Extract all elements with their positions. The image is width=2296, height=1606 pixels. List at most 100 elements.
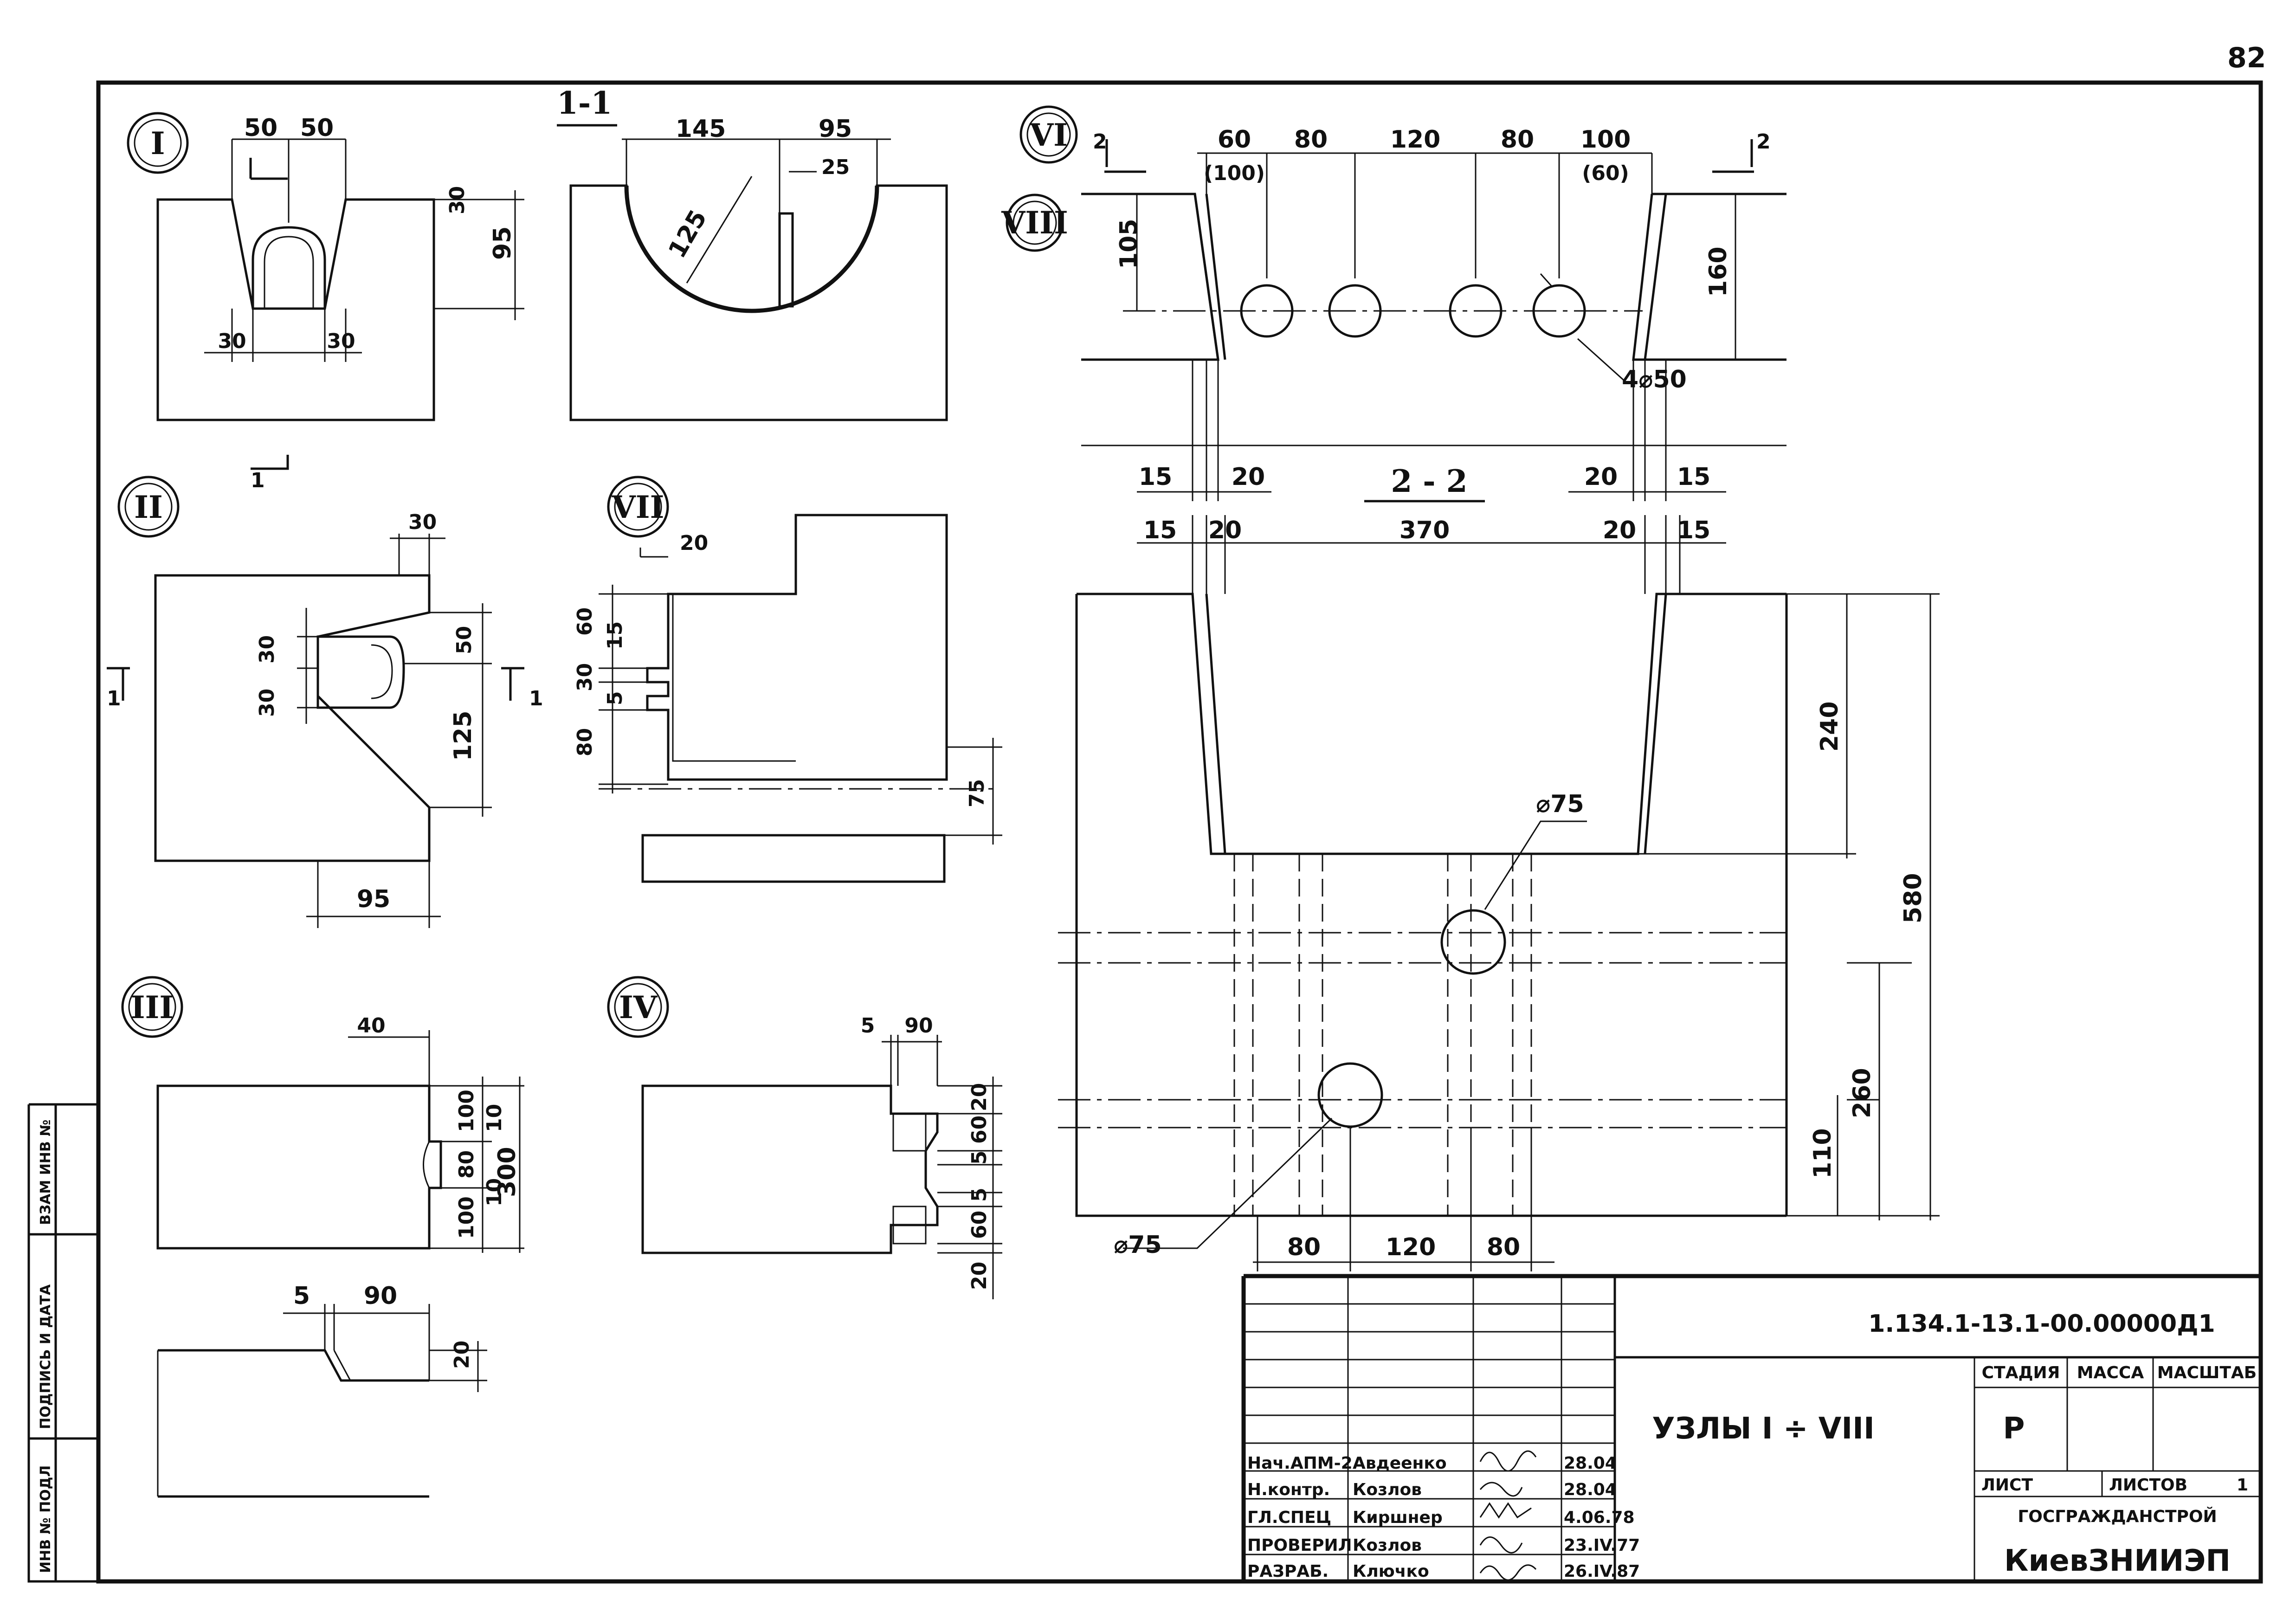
section-1-1: 1-1 145 95 25 125 [557,85,948,421]
svg-text:90: 90 [904,1014,933,1038]
scale-header: МАСШТАБ [2157,1363,2257,1382]
section-2-2: 2 - 2 15 20 370 20 15 ⌀75 ⌀75 240 580 26… [1058,463,1940,1271]
node-iv-label: IV [619,989,658,1026]
node-vii: VII 20 60 15 30 5 80 75 [573,476,1002,883]
row-role-0: Нач.АПМ-2 [1247,1454,1353,1473]
svg-text:80: 80 [455,1150,478,1179]
svg-text:95: 95 [357,885,390,913]
svg-text:145: 145 [676,115,726,143]
svg-text:120: 120 [1390,126,1441,154]
signature-3 [1479,1536,1523,1554]
hole-1 [1240,284,1294,338]
svg-text:10: 10 [483,1178,506,1206]
svg-text:1: 1 [529,687,543,710]
svg-text:50: 50 [300,114,334,142]
node-iii: III 40 100 80 100 10 10 300 [121,976,524,1253]
svg-text:80: 80 [1294,126,1328,154]
node-iii-label: III [131,989,174,1026]
row-name-2: Киршнер [1353,1508,1443,1527]
side-stamp-vzam: ВЗАМ ИНВ № [38,1120,54,1225]
section-2-2-label: 2 - 2 [1391,463,1467,499]
signature-2 [1479,1502,1532,1519]
stage-value: Р [2003,1412,2025,1446]
svg-text:60: 60 [967,1116,991,1144]
svg-text:⌀75: ⌀75 [1536,790,1584,818]
svg-text:5: 5 [861,1014,875,1038]
svg-text:260: 260 [1848,1068,1876,1118]
signature-4 [1479,1564,1537,1581]
svg-text:2: 2 [1093,130,1107,154]
svg-text:1: 1 [251,469,265,492]
svg-text:5: 5 [293,1282,310,1310]
svg-text:75: 75 [965,779,989,807]
svg-text:95: 95 [489,226,516,260]
node-i: I 50 50 30 95 30 30 1 [127,112,524,492]
section-1-1-label: 1-1 [557,85,612,121]
hole-2 [1328,284,1382,338]
node-i-block [156,198,435,421]
org-name-2: КиевЗНИИЭП [2004,1544,2231,1578]
node-iv: IV 5 90 20 60 5 5 60 20 [607,976,1002,1299]
svg-text:80: 80 [1287,1233,1321,1261]
svg-text:15: 15 [603,621,627,650]
node-v-detail: 5 90 20 [157,1282,487,1498]
row-name-4: Ключко [1353,1562,1429,1581]
svg-text:80: 80 [573,728,597,756]
hole-4 [1532,284,1586,338]
svg-text:100: 100 [455,1196,478,1239]
row-name-1: Козлов [1353,1480,1422,1499]
node-vii-marker [607,476,669,538]
svg-text:30: 30 [255,635,279,664]
page-number: 82 [2227,42,2266,74]
row-date-0: 28.04 [1564,1454,1617,1473]
node-ii-block [154,574,431,862]
svg-text:10: 10 [483,1104,506,1132]
svg-text:15: 15 [1677,516,1710,544]
row-date-1: 28.04 [1564,1480,1617,1499]
svg-text:40: 40 [357,1014,385,1038]
svg-text:15: 15 [1139,463,1172,491]
svg-text:20: 20 [1603,516,1636,544]
svg-text:⌀75: ⌀75 [1114,1231,1162,1259]
svg-text:20: 20 [1232,463,1265,491]
svg-text:5: 5 [967,1150,991,1165]
svg-text:100: 100 [1580,126,1631,154]
row-role-1: Н.контр. [1247,1480,1330,1499]
svg-text:30: 30 [218,329,246,353]
svg-text:95: 95 [819,115,852,143]
svg-text:50: 50 [452,626,476,654]
svg-text:30: 30 [408,510,437,534]
row-role-2: ГЛ.СПЕЦ [1247,1508,1331,1527]
node-ii-marker [117,476,180,538]
drawing-title: УЗЛЫ I ÷ VIII [1652,1412,1875,1446]
svg-text:120: 120 [1386,1233,1436,1261]
svg-text:20: 20 [1208,516,1242,544]
row-name-0: Авдеенко [1353,1454,1447,1473]
node-viii-label: VIII [1001,205,1068,241]
svg-text:(60): (60) [1582,161,1629,185]
row-date-3: 23.IV.77 [1564,1536,1640,1555]
sheets-header: ЛИСТОВ [2109,1476,2187,1495]
node-vi-label: VI [1029,117,1068,153]
svg-text:240: 240 [1816,701,1844,752]
node-vii-lower [641,834,946,883]
node-iv-block [641,1084,939,1254]
stage-header: СТАДИЯ [1982,1363,2060,1382]
svg-text:20: 20 [450,1341,474,1369]
node-vi-marker [1019,105,1078,164]
node-iv-marker [607,976,669,1038]
svg-text:160: 160 [1704,246,1732,297]
sheet-frame [96,80,2263,1584]
doc-code: 1.134.1-13.1-00.00000Д1 [1868,1310,2215,1338]
svg-text:20: 20 [680,531,708,555]
row-date-4: 26.IV.87 [1564,1562,1640,1581]
svg-text:60: 60 [967,1211,991,1239]
row-date-2: 4.06.78 [1564,1508,1635,1527]
node-i-marker [127,112,189,174]
row-role-4: РАЗРАБ. [1247,1562,1329,1581]
node-iii-block [156,1084,442,1250]
svg-text:80: 80 [1501,126,1534,154]
side-stamp-inv: ИНВ № ПОДЛ [38,1465,54,1573]
svg-text:2: 2 [1756,130,1771,154]
